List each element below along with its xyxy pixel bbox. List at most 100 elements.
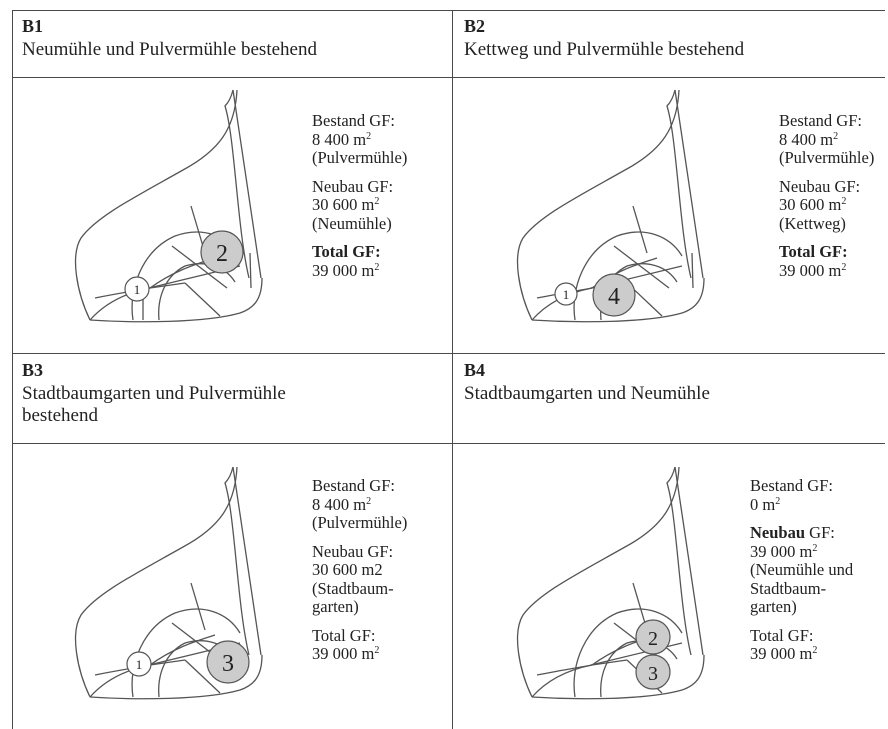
neubau-block: Neubau GF: 30 600 m2 (Neumühle) <box>312 176 407 234</box>
site-plan-drawing: 1 2 <box>74 89 263 323</box>
bestand-note: (Pulvermühle) <box>312 148 408 167</box>
neubau-block: Neubau GF: 30 600 m2 (Kettweg) <box>779 176 874 234</box>
panel-b4-code: B4 <box>464 360 486 380</box>
unit-exponent: 2 <box>812 542 818 554</box>
neubau-value: 30 600 m <box>779 195 842 214</box>
unit-exponent: 2 <box>366 495 372 507</box>
neubau-note-line2: Stadtbaum- <box>750 578 827 598</box>
unit-exponent: 2 <box>833 130 839 142</box>
total-label: Total GF: <box>312 625 376 645</box>
marker-3 <box>635 654 671 690</box>
neubau-label: Neubau GF: <box>312 176 394 196</box>
comparison-table: B1 Neumühle und Pulvermühle bestehend B2… <box>12 10 885 729</box>
panel-b3-header: B3 Stadtbaumgarten und Pulvermühle beste… <box>22 360 286 427</box>
panel-b1-title: Neumühle und Pulvermühle bestehend <box>22 39 317 60</box>
marker-1 <box>554 282 578 306</box>
marker-4-label: 4 <box>608 284 620 310</box>
marker-2-label: 2 <box>216 241 228 267</box>
marker-2 <box>635 619 671 655</box>
panel-b3-title-line1: Stadtbaumgarten und Pulvermühle <box>22 383 286 404</box>
unit-exponent: 2 <box>366 130 372 142</box>
panel-b2-title: Kettweg und Pulvermühle bestehend <box>464 39 745 60</box>
unit-exponent: 2 <box>374 261 380 273</box>
bestand-value: 0 m <box>750 494 776 514</box>
bestand-label: Bestand GF: <box>779 111 862 130</box>
unit-exponent: 2 <box>374 645 380 656</box>
total-value: 39 000 m <box>779 260 842 280</box>
marker-2-label: 2 <box>648 628 658 650</box>
site-plan-drawing: 1 4 <box>516 89 705 323</box>
neubau-label: Neubau GF: <box>779 176 861 196</box>
unit-exponent: 2 <box>775 495 781 507</box>
panel-b1-header: B1 Neumühle und Pulvermühle bestehend <box>22 16 317 61</box>
panel-b3-code: B3 <box>22 360 44 380</box>
neubau-block: Neubau GF: 30 600 m2 (Stadtbaum- garten) <box>312 542 407 617</box>
unit-exponent: 2 <box>812 645 818 656</box>
marker-1 <box>126 651 152 677</box>
total-label: Total GF: <box>779 242 848 261</box>
neubau-note-line2: garten) <box>312 597 359 616</box>
neubau-label-rest: GF: <box>805 523 835 542</box>
marker-3-label: 3 <box>648 663 658 685</box>
neubau-note-line3: garten) <box>750 597 797 616</box>
header-divider-bottom <box>12 443 885 444</box>
total-value: 39 000 m <box>312 260 375 280</box>
panel-b1-stats: Bestand GF: 8 400 m2 (Pulvermühle) Neuba… <box>312 111 408 290</box>
marker-1-label: 1 <box>134 282 141 297</box>
bestand-note: (Pulvermühle) <box>312 513 408 532</box>
total-value: 39 000 m <box>750 644 813 663</box>
bestand-value: 8 400 m <box>312 129 367 149</box>
unit-exponent: 2 <box>841 196 847 207</box>
bestand-label: Bestand GF: <box>750 476 833 495</box>
neubau-note-line1: (Stadtbaum- <box>312 578 394 598</box>
site-plan-drawing: 1 3 <box>74 466 263 700</box>
marker-3 <box>206 640 250 684</box>
panel-b2-stats: Bestand GF: 8 400 m2 (Pulvermühle) Neuba… <box>779 111 875 290</box>
bestand-note: (Pulvermühle) <box>779 148 875 167</box>
bestand-value: 8 400 m <box>779 129 834 149</box>
neubau-value: 30 600 m2 <box>312 560 383 579</box>
panel-b2-code: B2 <box>464 16 486 36</box>
total-value: 39 000 m <box>312 644 375 663</box>
panel-b3-site-plan: 1 3 <box>65 465 295 715</box>
table-border-left <box>12 10 13 729</box>
panel-b1-code: B1 <box>22 16 44 36</box>
neubau-value: 30 600 m <box>312 195 375 214</box>
site-plan-drawing: 2 3 <box>516 466 705 700</box>
neubau-block: Neubau GF: 39 000 m2 (Neumühle und Stadt… <box>750 523 854 617</box>
neubau-note: (Kettweg) <box>779 213 846 233</box>
bestand-block: Bestand GF: 8 400 m2 (Pulvermühle) <box>312 476 408 533</box>
panel-b1-site-plan: 1 2 <box>65 88 295 338</box>
panel-b3-title-line2: bestehend <box>22 405 98 426</box>
marker-1-label: 1 <box>563 287 570 302</box>
marker-3-label: 3 <box>222 651 234 677</box>
panel-b3-stats: Bestand GF: 8 400 m2 (Pulvermühle) Neuba… <box>312 476 408 674</box>
bestand-block: Bestand GF: 0 m2 <box>750 476 853 514</box>
bestand-value: 8 400 m <box>312 494 367 514</box>
bestand-block: Bestand GF: 8 400 m2 (Pulvermühle) <box>779 111 875 168</box>
marker-4 <box>592 273 636 317</box>
neubau-note: (Neumühle) <box>312 213 392 233</box>
bestand-label: Bestand GF: <box>312 476 395 495</box>
panel-b4-title: Stadtbaumgarten und Neumühle <box>464 383 710 404</box>
marker-1-label: 1 <box>136 657 143 672</box>
bestand-block: Bestand GF: 8 400 m2 (Pulvermühle) <box>312 111 408 168</box>
table-border-top <box>12 10 885 11</box>
panel-b4-header: B4 Stadtbaumgarten und Neumühle <box>464 360 710 405</box>
total-label: Total GF: <box>750 625 814 645</box>
row-divider <box>12 353 885 354</box>
neubau-value: 39 000 m <box>750 541 813 561</box>
neubau-note-line1: (Neumühle und <box>750 560 854 579</box>
total-block: Total GF: 39 000 m2 <box>779 242 874 280</box>
bestand-label: Bestand GF: <box>312 111 395 130</box>
unit-exponent: 2 <box>841 261 847 273</box>
marker-1 <box>124 276 150 302</box>
neubau-label-bold: Neubau <box>750 523 806 542</box>
panel-b4-site-plan: 2 3 <box>507 465 737 715</box>
total-block: Total GF: 39 000 m2 <box>750 625 853 664</box>
total-block: Total GF: 39 000 m2 <box>312 625 407 664</box>
column-divider <box>452 10 453 729</box>
panel-b4-stats: Bestand GF: 0 m2 Neubau GF: 39 000 m2 (N… <box>750 476 854 674</box>
total-label: Total GF: <box>312 242 381 261</box>
header-divider-top <box>12 77 885 78</box>
